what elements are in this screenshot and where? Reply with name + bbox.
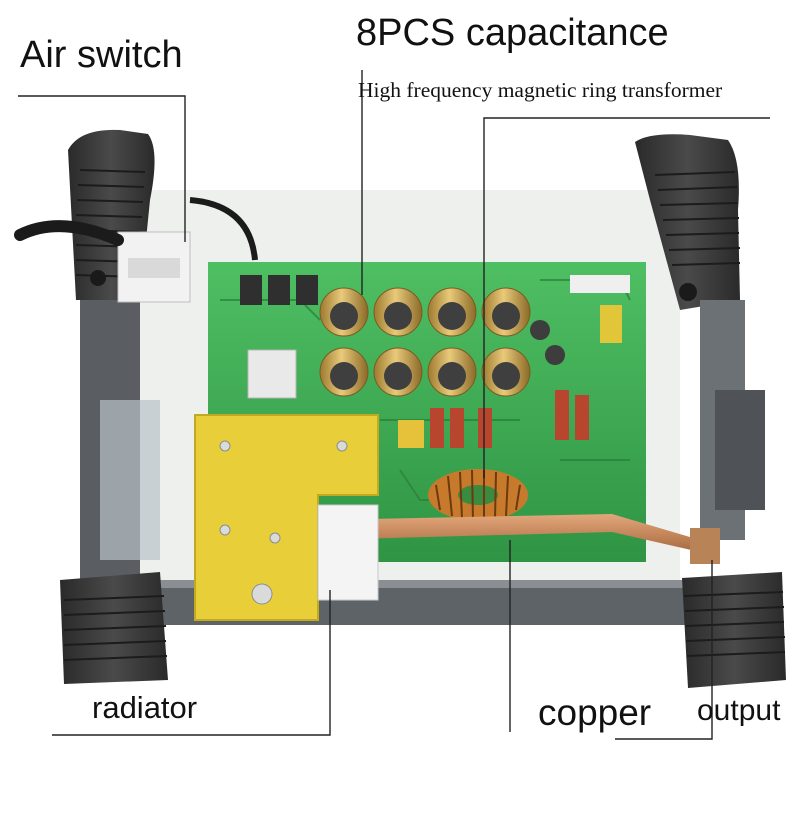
capacitor-5	[319, 347, 369, 397]
relay-1	[240, 275, 262, 305]
fan-guard	[100, 400, 160, 560]
red-resistors	[430, 390, 589, 448]
capacitor-3	[427, 287, 477, 337]
relay-3	[296, 275, 318, 305]
leader-radiator	[52, 590, 331, 736]
air-switch-terminals	[128, 258, 180, 278]
capacitor-6	[373, 347, 423, 397]
leader-output	[615, 560, 713, 740]
small-cap-2	[545, 345, 565, 365]
label-capacitance: 8PCS capacitance	[356, 12, 669, 54]
connector-strip	[570, 275, 630, 293]
capacitor-7	[427, 347, 477, 397]
label-transformer: High frequency magnetic ring transformer	[358, 78, 723, 102]
radiator-plate	[194, 414, 379, 621]
right-handle-top	[635, 134, 740, 310]
small-cap-1	[530, 320, 550, 340]
label-radiator: radiator	[92, 690, 198, 725]
radiator-bracket	[317, 504, 379, 601]
right-foot-grooves	[683, 591, 786, 657]
left-handle-grooves	[75, 169, 146, 278]
capacitor-8	[481, 347, 531, 397]
output-terminal-block	[715, 390, 765, 510]
leader-lines	[18, 70, 770, 740]
input-wiring	[189, 197, 258, 261]
copper-terminal	[690, 528, 720, 564]
base-frame-top	[150, 580, 710, 588]
white-resistor-block	[247, 349, 297, 399]
yellow-capacitor	[600, 305, 622, 343]
label-copper: copper	[538, 692, 652, 733]
right-handle-screw	[679, 283, 697, 301]
label-output: output	[697, 694, 781, 727]
relay-2	[268, 275, 290, 305]
left-handle-screw	[90, 270, 106, 286]
capacitor-1	[319, 287, 369, 337]
leader-transformer	[483, 117, 770, 478]
leader-air-switch	[18, 95, 186, 242]
label-air-switch: Air switch	[20, 34, 183, 76]
capacitor-2	[373, 287, 423, 337]
capacitor-bank	[319, 287, 531, 397]
yellow-inductor	[398, 420, 424, 448]
capacitor-4	[481, 287, 531, 337]
right-foot	[682, 572, 786, 688]
right-handle-grooves	[654, 171, 741, 266]
copper-bus-bar	[318, 514, 700, 552]
left-foot-grooves	[63, 595, 168, 661]
radiator-screws	[219, 440, 348, 605]
magnetic-ring-transformer	[428, 469, 528, 521]
power-cable	[14, 220, 124, 246]
